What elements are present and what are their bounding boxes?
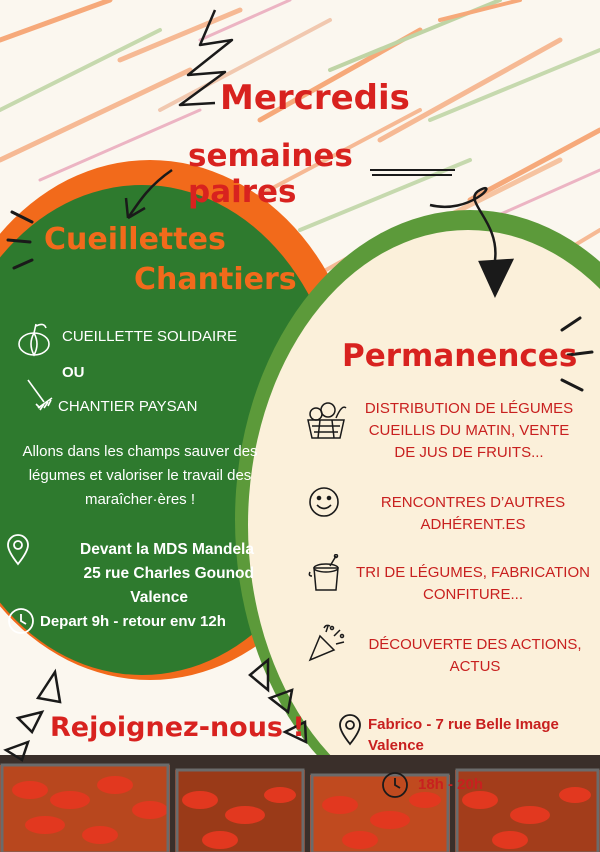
doodle-dashes-left (6, 210, 34, 270)
right-item4: DÉCOUVERTE DES ACTIONS, ACTUS (368, 636, 582, 675)
right-cream-ellipse (248, 230, 600, 820)
header-underline (370, 169, 455, 176)
jam-pot-icon (306, 554, 346, 594)
right-time: 18h - 20h (418, 776, 484, 793)
rake-icon (24, 378, 56, 414)
doodle-triangles (3, 657, 308, 762)
left-address-line3: Valence (130, 589, 188, 606)
clock-icon (380, 770, 410, 800)
pepper-crates-photo (0, 755, 600, 852)
pumpkin-icon (16, 318, 52, 358)
header-line2: semaines paires (188, 138, 353, 210)
party-popper-icon (306, 624, 346, 664)
doodle-arrow-left (124, 168, 173, 220)
left-description: Allons dans les champs sauver des légume… (22, 443, 258, 508)
right-title: Permanences (342, 338, 578, 374)
left-address-line2: 25 rue Charles Gounod (83, 565, 254, 582)
clock-icon (6, 606, 36, 636)
location-pin-icon (6, 534, 30, 566)
right-address-line2: Valence (368, 737, 424, 754)
right-item2: RENCONTRES D’AUTRES ADHÉRENT.ES (380, 494, 566, 533)
right-address-line1: Fabrico - 7 rue Belle Image (368, 716, 559, 733)
option2-label: CHANTIER PAYSAN (58, 398, 198, 415)
cta-join-us: Rejoignez-nous ! (50, 712, 305, 743)
left-address-line1: Devant la MDS Mandela (80, 541, 254, 558)
scribble-texture (0, 0, 600, 322)
left-time: Depart 9h - retour env 12h (40, 613, 226, 630)
doodle-dashes-right (560, 316, 594, 392)
vegetable-basket-icon (302, 398, 350, 442)
header-line1: Mercredis (220, 78, 410, 118)
location-pin-icon (338, 714, 362, 746)
or-label: OU (62, 364, 85, 381)
right-item1: DISTRIBUTION DE LÉGUMES CUEILLIS DU MATI… (364, 400, 574, 461)
left-title-line2: Chantiers (134, 262, 297, 297)
smiley-icon (308, 486, 340, 518)
right-item3: TRI DE LÉGUMES, FABRICATION CONFITURE... (356, 564, 590, 603)
doodle-zigzag (178, 9, 234, 107)
option1-label: CUEILLETTE SOLIDAIRE (62, 328, 238, 345)
doodle-arrow-right (429, 187, 515, 298)
left-title-line1: Cueillettes (44, 222, 226, 257)
